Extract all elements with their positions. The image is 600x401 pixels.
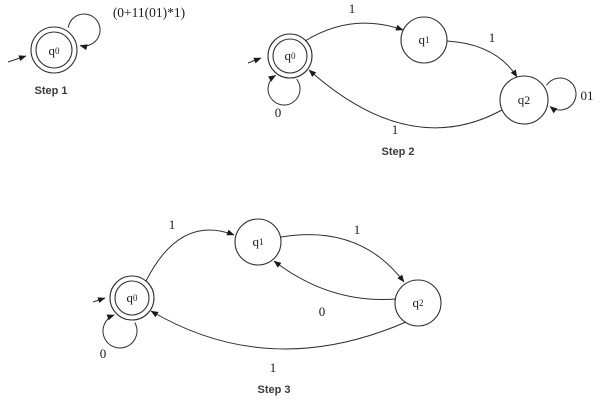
transition-q2-q0 xyxy=(308,69,503,129)
transition-label-q0-q1: 1 xyxy=(169,217,176,232)
state-label-q1-base: q xyxy=(419,32,426,47)
transition-label-q0-q1: 1 xyxy=(349,1,356,16)
state-label-q0-sub: 0 xyxy=(291,51,296,61)
state-q0 xyxy=(30,26,78,74)
state-label-q0-base: q xyxy=(49,43,56,58)
transition-q1-q2 xyxy=(446,40,518,78)
state-label-q2-base: q xyxy=(518,92,525,107)
transition-q2-q0 xyxy=(150,310,407,350)
state-label-q1-sub: 1 xyxy=(425,35,430,45)
state-label-q0-base: q xyxy=(285,48,292,63)
step1-caption: Step 1 xyxy=(34,85,67,97)
transition-q0-q1 xyxy=(304,22,404,42)
state-q0-inner-ring xyxy=(272,38,308,74)
state-label-q1: q1 xyxy=(253,234,264,249)
state-label-q0-sub: 0 xyxy=(55,46,60,56)
state-q0 xyxy=(267,33,313,79)
state-label-q0: q0 xyxy=(49,43,61,58)
self-loop-q0 xyxy=(67,13,101,51)
transition-label-q2-q0: 1 xyxy=(270,360,277,375)
self-loop-label-q0: 0 xyxy=(275,105,282,120)
transition-q2-q1 xyxy=(273,260,397,300)
state-q1 xyxy=(234,218,282,266)
self-loop-label-q0: 0 xyxy=(100,346,107,361)
state-q0-inner-ring xyxy=(114,280,150,316)
state-label-q2: q2 xyxy=(413,295,424,310)
state-q1 xyxy=(400,16,448,64)
state-label-q2-base: q xyxy=(413,295,420,310)
step2-diagram: q0 q1 q2 1 1 1 0 01 Step 2 xyxy=(247,1,594,158)
self-loop-label-regex: (0+11(01)*1) xyxy=(113,5,185,20)
transition-q1-q2 xyxy=(280,234,405,283)
state-label-q0: q0 xyxy=(285,48,297,63)
state-label-q0-sub: 0 xyxy=(133,293,138,303)
step1-diagram: q0 (0+11(01)*1) Step 1 xyxy=(7,5,185,97)
state-label-q1: q1 xyxy=(419,32,430,47)
self-loop-label-q2: 01 xyxy=(581,88,594,103)
state-label-q0-base: q xyxy=(127,290,134,305)
state-q0-inner-ring xyxy=(35,31,73,69)
step3-diagram: q0 q1 q2 1 1 0 1 0 Step 3 xyxy=(92,217,442,396)
initial-arrow xyxy=(7,55,27,63)
initial-arrow xyxy=(92,297,106,304)
initial-arrow xyxy=(247,57,262,64)
self-loop-q0 xyxy=(267,74,301,106)
transition-label-q2-q0: 1 xyxy=(392,122,399,137)
state-q0 xyxy=(109,275,155,321)
transition-q0-q1 xyxy=(145,229,235,282)
transition-label-q2-q1: 0 xyxy=(319,304,326,319)
state-q2 xyxy=(394,279,442,327)
self-loop-q2 xyxy=(546,77,577,114)
transition-label-q1-q2: 1 xyxy=(489,30,496,45)
state-label-q1-sub: 1 xyxy=(259,237,264,247)
state-label-q2-sub: 2 xyxy=(524,93,530,107)
state-q2 xyxy=(499,75,549,125)
step3-caption: Step 3 xyxy=(257,384,290,396)
step2-caption: Step 2 xyxy=(381,146,414,158)
state-label-q2: q2 xyxy=(518,92,531,107)
state-label-q0: q0 xyxy=(127,290,139,305)
self-loop-q0 xyxy=(102,314,138,349)
transition-label-q1-q2: 1 xyxy=(354,222,361,237)
state-label-q1-base: q xyxy=(253,234,260,249)
state-label-q2-sub: 2 xyxy=(419,298,424,308)
